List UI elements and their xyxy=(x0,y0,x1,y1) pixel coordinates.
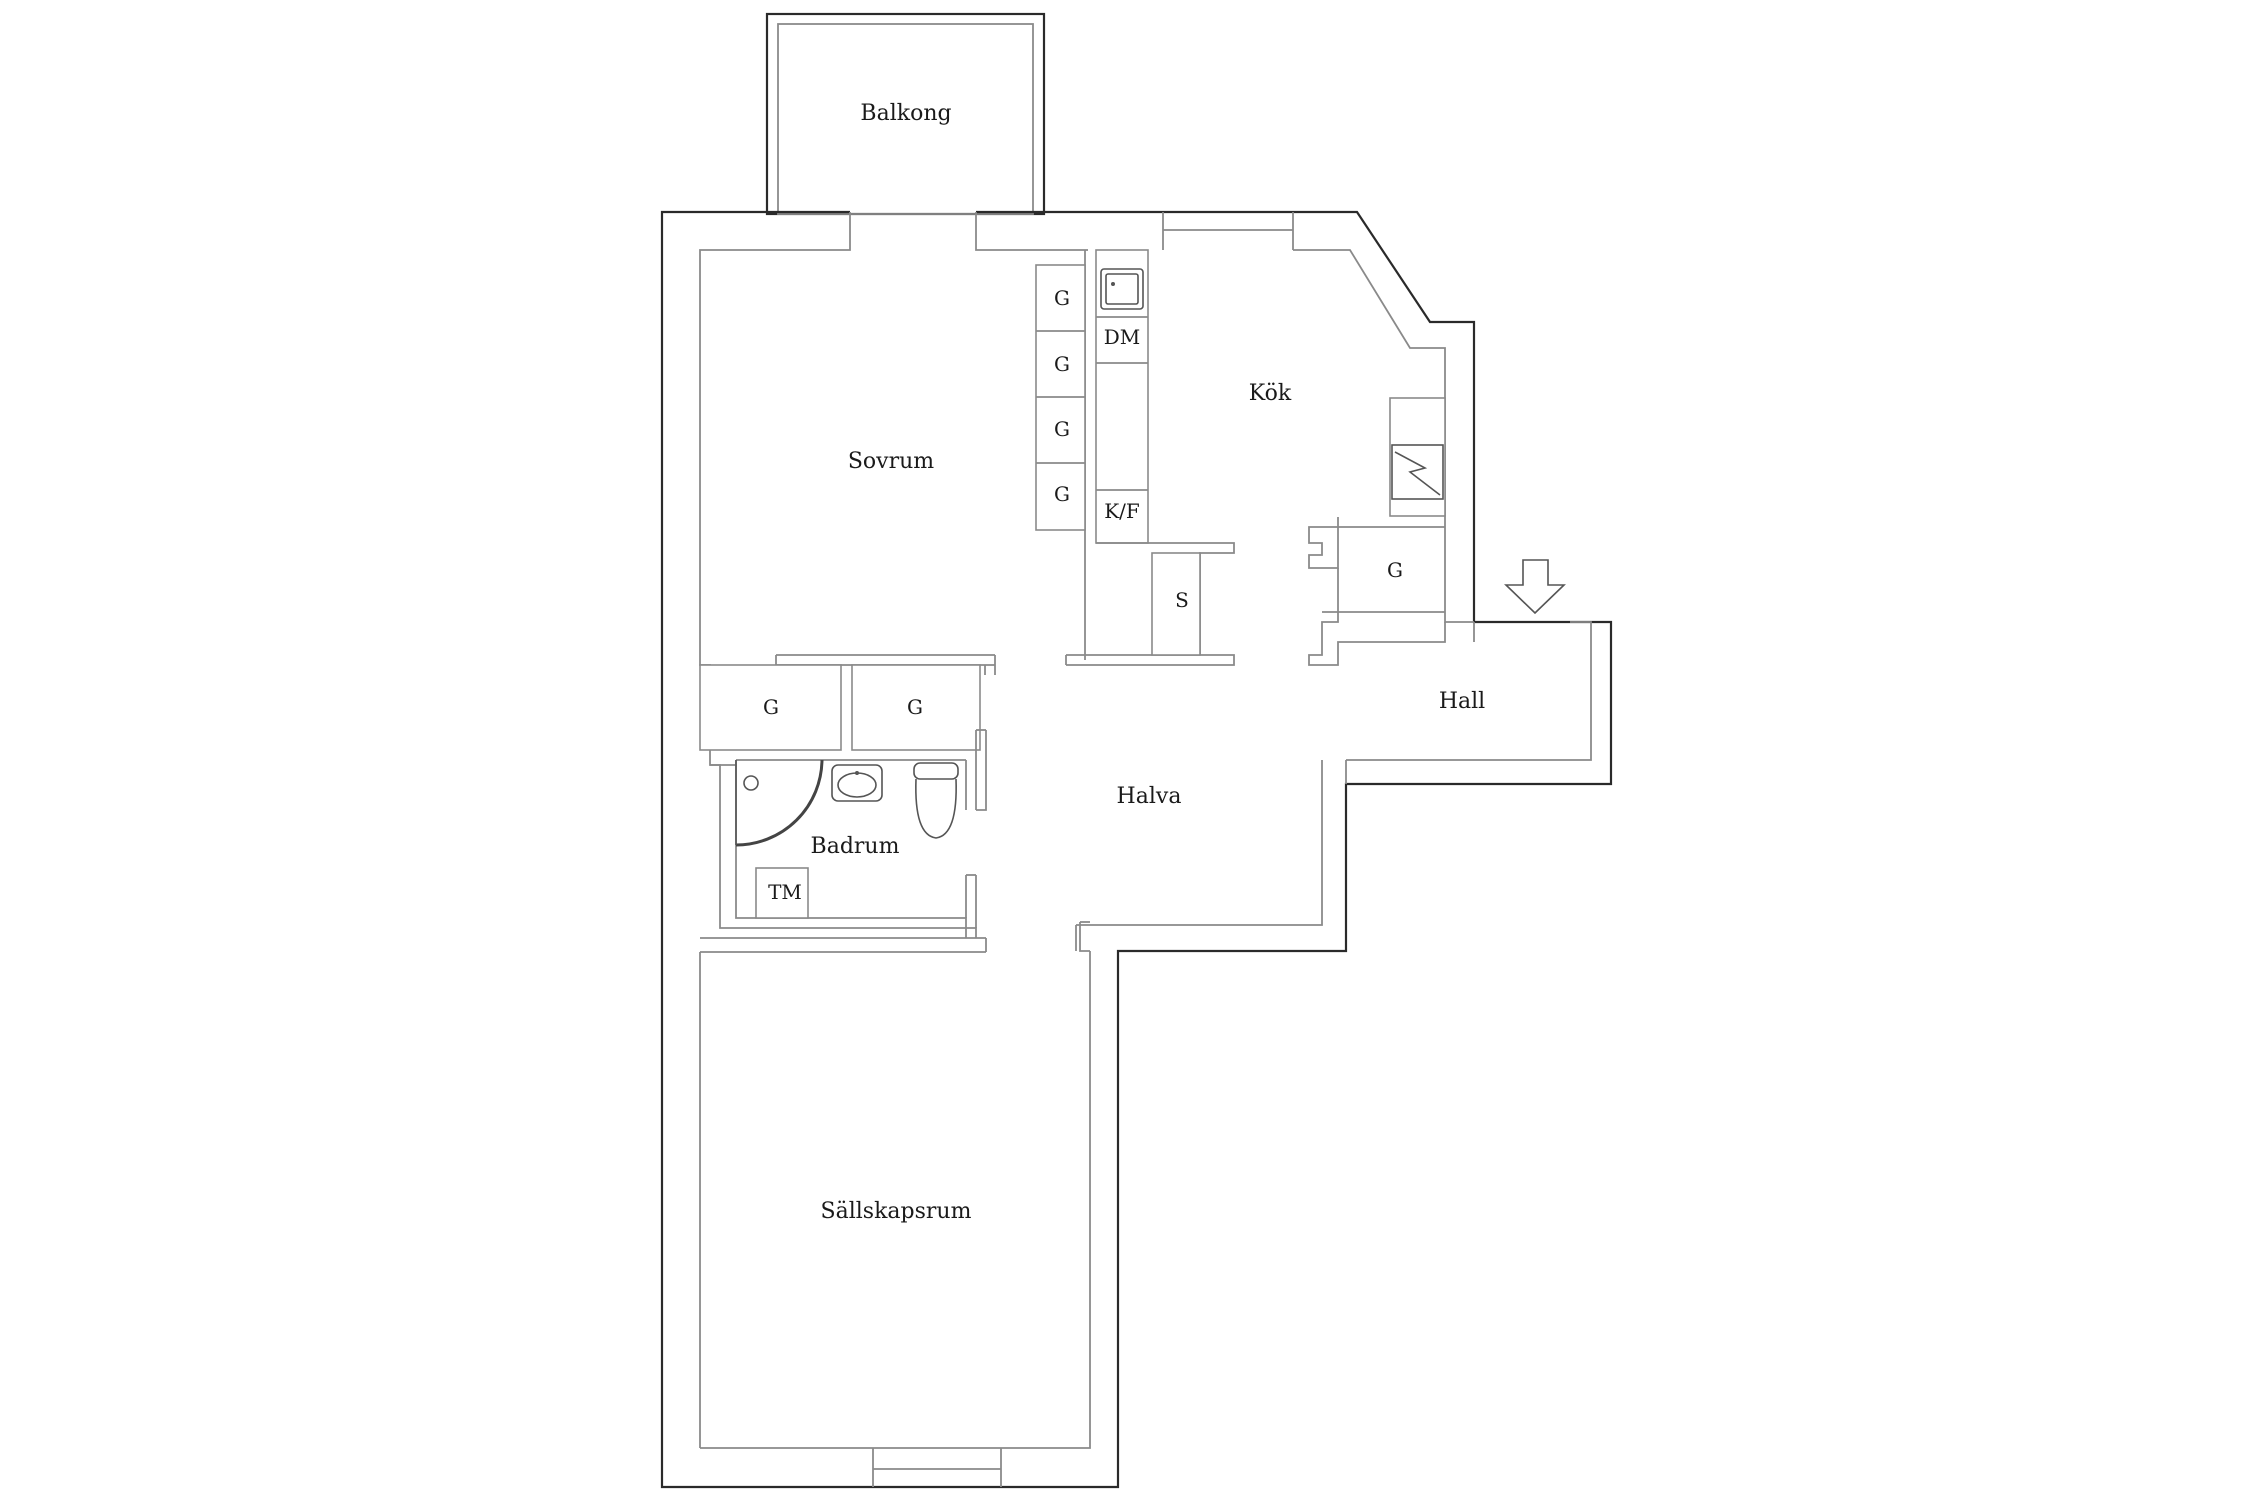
bathroom xyxy=(700,729,987,953)
room-label-halva: Halva xyxy=(1117,784,1182,809)
kitchen-sink-icon xyxy=(1100,268,1144,310)
outer-wall xyxy=(660,210,1613,1489)
fridge-freezer-label: K/F xyxy=(1104,499,1140,523)
washing-machine-label: TM xyxy=(768,880,802,904)
room-label-kok: Kök xyxy=(1249,381,1292,406)
wardrobe-label: G xyxy=(1054,417,1070,441)
washbasin-icon xyxy=(831,764,883,802)
room-label-badrum: Badrum xyxy=(811,834,900,859)
entrance-arrow-icon xyxy=(1504,559,1566,615)
room-label-hall: Hall xyxy=(1439,689,1485,714)
living-room-walls xyxy=(1079,921,1090,952)
wardrobe-label: G xyxy=(1387,558,1403,582)
kitchen-structures xyxy=(1065,249,1446,666)
washing-machine xyxy=(755,867,809,919)
wardrobe-label: G xyxy=(763,695,779,719)
room-label-balkong: Balkong xyxy=(860,101,951,126)
dishwasher-label: DM xyxy=(1104,325,1141,349)
balcony xyxy=(765,12,1046,216)
room-label-sallskapsrum: Sällskapsrum xyxy=(821,1199,972,1224)
wardrobe-label: G xyxy=(1054,482,1070,506)
wardrobe-label: G xyxy=(1054,286,1070,310)
shower-icon xyxy=(735,759,824,847)
hall-wardrobes xyxy=(699,664,981,751)
room-label-sovrum: Sovrum xyxy=(848,449,934,474)
stove-label: S xyxy=(1175,588,1189,612)
bedroom-wardrobes xyxy=(1035,264,1086,531)
wardrobe-label: G xyxy=(907,695,923,719)
wardrobe-label: G xyxy=(1054,352,1070,376)
fireplace-icon xyxy=(1389,397,1446,517)
toilet-icon xyxy=(913,762,959,839)
